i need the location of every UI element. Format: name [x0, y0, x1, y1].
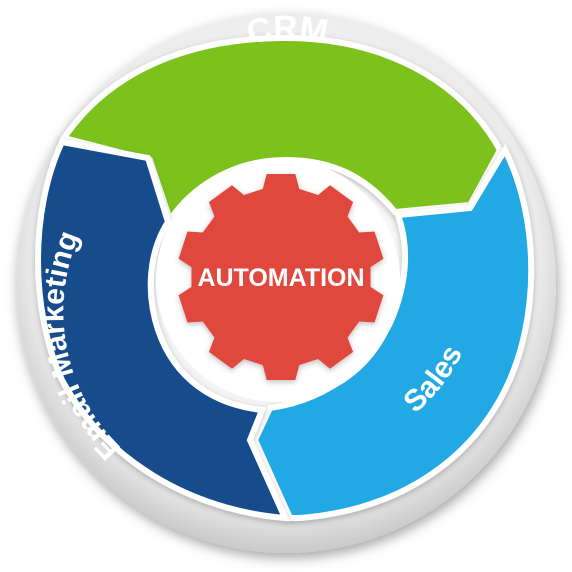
segment-sales	[251, 143, 535, 521]
segment-email-marketing	[35, 138, 290, 522]
automation-gear	[178, 174, 384, 380]
center-label-automation: AUTOMATION	[197, 264, 364, 292]
segment-label-crm: CRM	[244, 9, 331, 52]
gear-icon	[178, 174, 384, 380]
